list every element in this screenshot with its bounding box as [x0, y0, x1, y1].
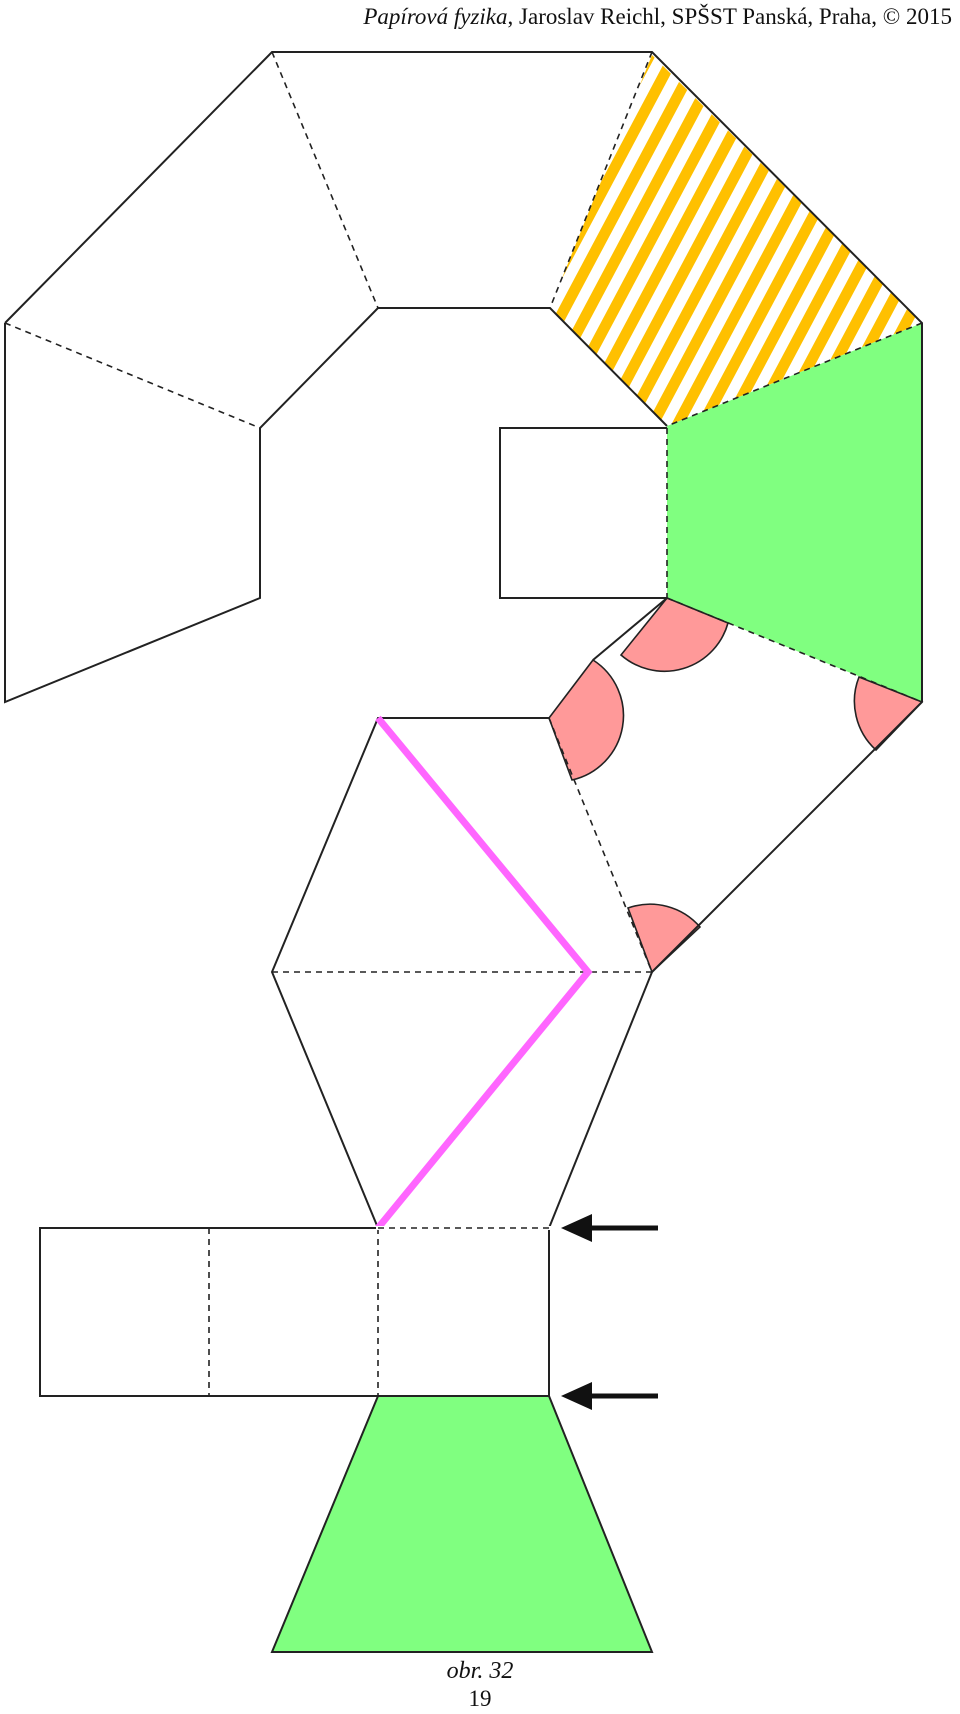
fold-line — [549, 51, 653, 309]
inner-square — [499, 427, 667, 599]
arrow-left-icon — [561, 1382, 658, 1410]
pink-arc-4 — [626, 903, 702, 974]
hexagon-outline — [270, 717, 549, 1229]
pink-arc-1 — [619, 597, 729, 673]
striped-panel — [550, 55, 922, 426]
fold-line — [548, 717, 653, 973]
pink-arc-2 — [548, 658, 625, 781]
hexagon-right-edge — [548, 971, 653, 1229]
outer-outline-top — [4, 51, 923, 973]
arrow-left-icon — [561, 1214, 658, 1242]
tab-edge — [592, 597, 668, 661]
fold-line — [666, 597, 923, 703]
pink-arc-3 — [853, 675, 924, 752]
fold-line — [271, 51, 379, 309]
green-panel-bottom — [270, 1395, 654, 1653]
green-panel-top — [667, 323, 922, 702]
page-header: Papírová fyzika, Jaroslav Reichl, SPŠST … — [0, 4, 952, 30]
figure-caption: obr. 32 — [446, 1658, 514, 1684]
header-author-info: , Jaroslav Reichl, SPŠST Panská, Praha, … — [507, 4, 952, 29]
fold-line — [4, 322, 261, 429]
bottom-strip — [39, 1227, 550, 1397]
header-title: Papírová fyzika — [363, 4, 508, 29]
page-number: 19 — [468, 1686, 492, 1711]
magenta-line — [375, 715, 593, 1231]
fold-line — [666, 322, 923, 427]
outer-outline-left — [4, 307, 668, 704]
